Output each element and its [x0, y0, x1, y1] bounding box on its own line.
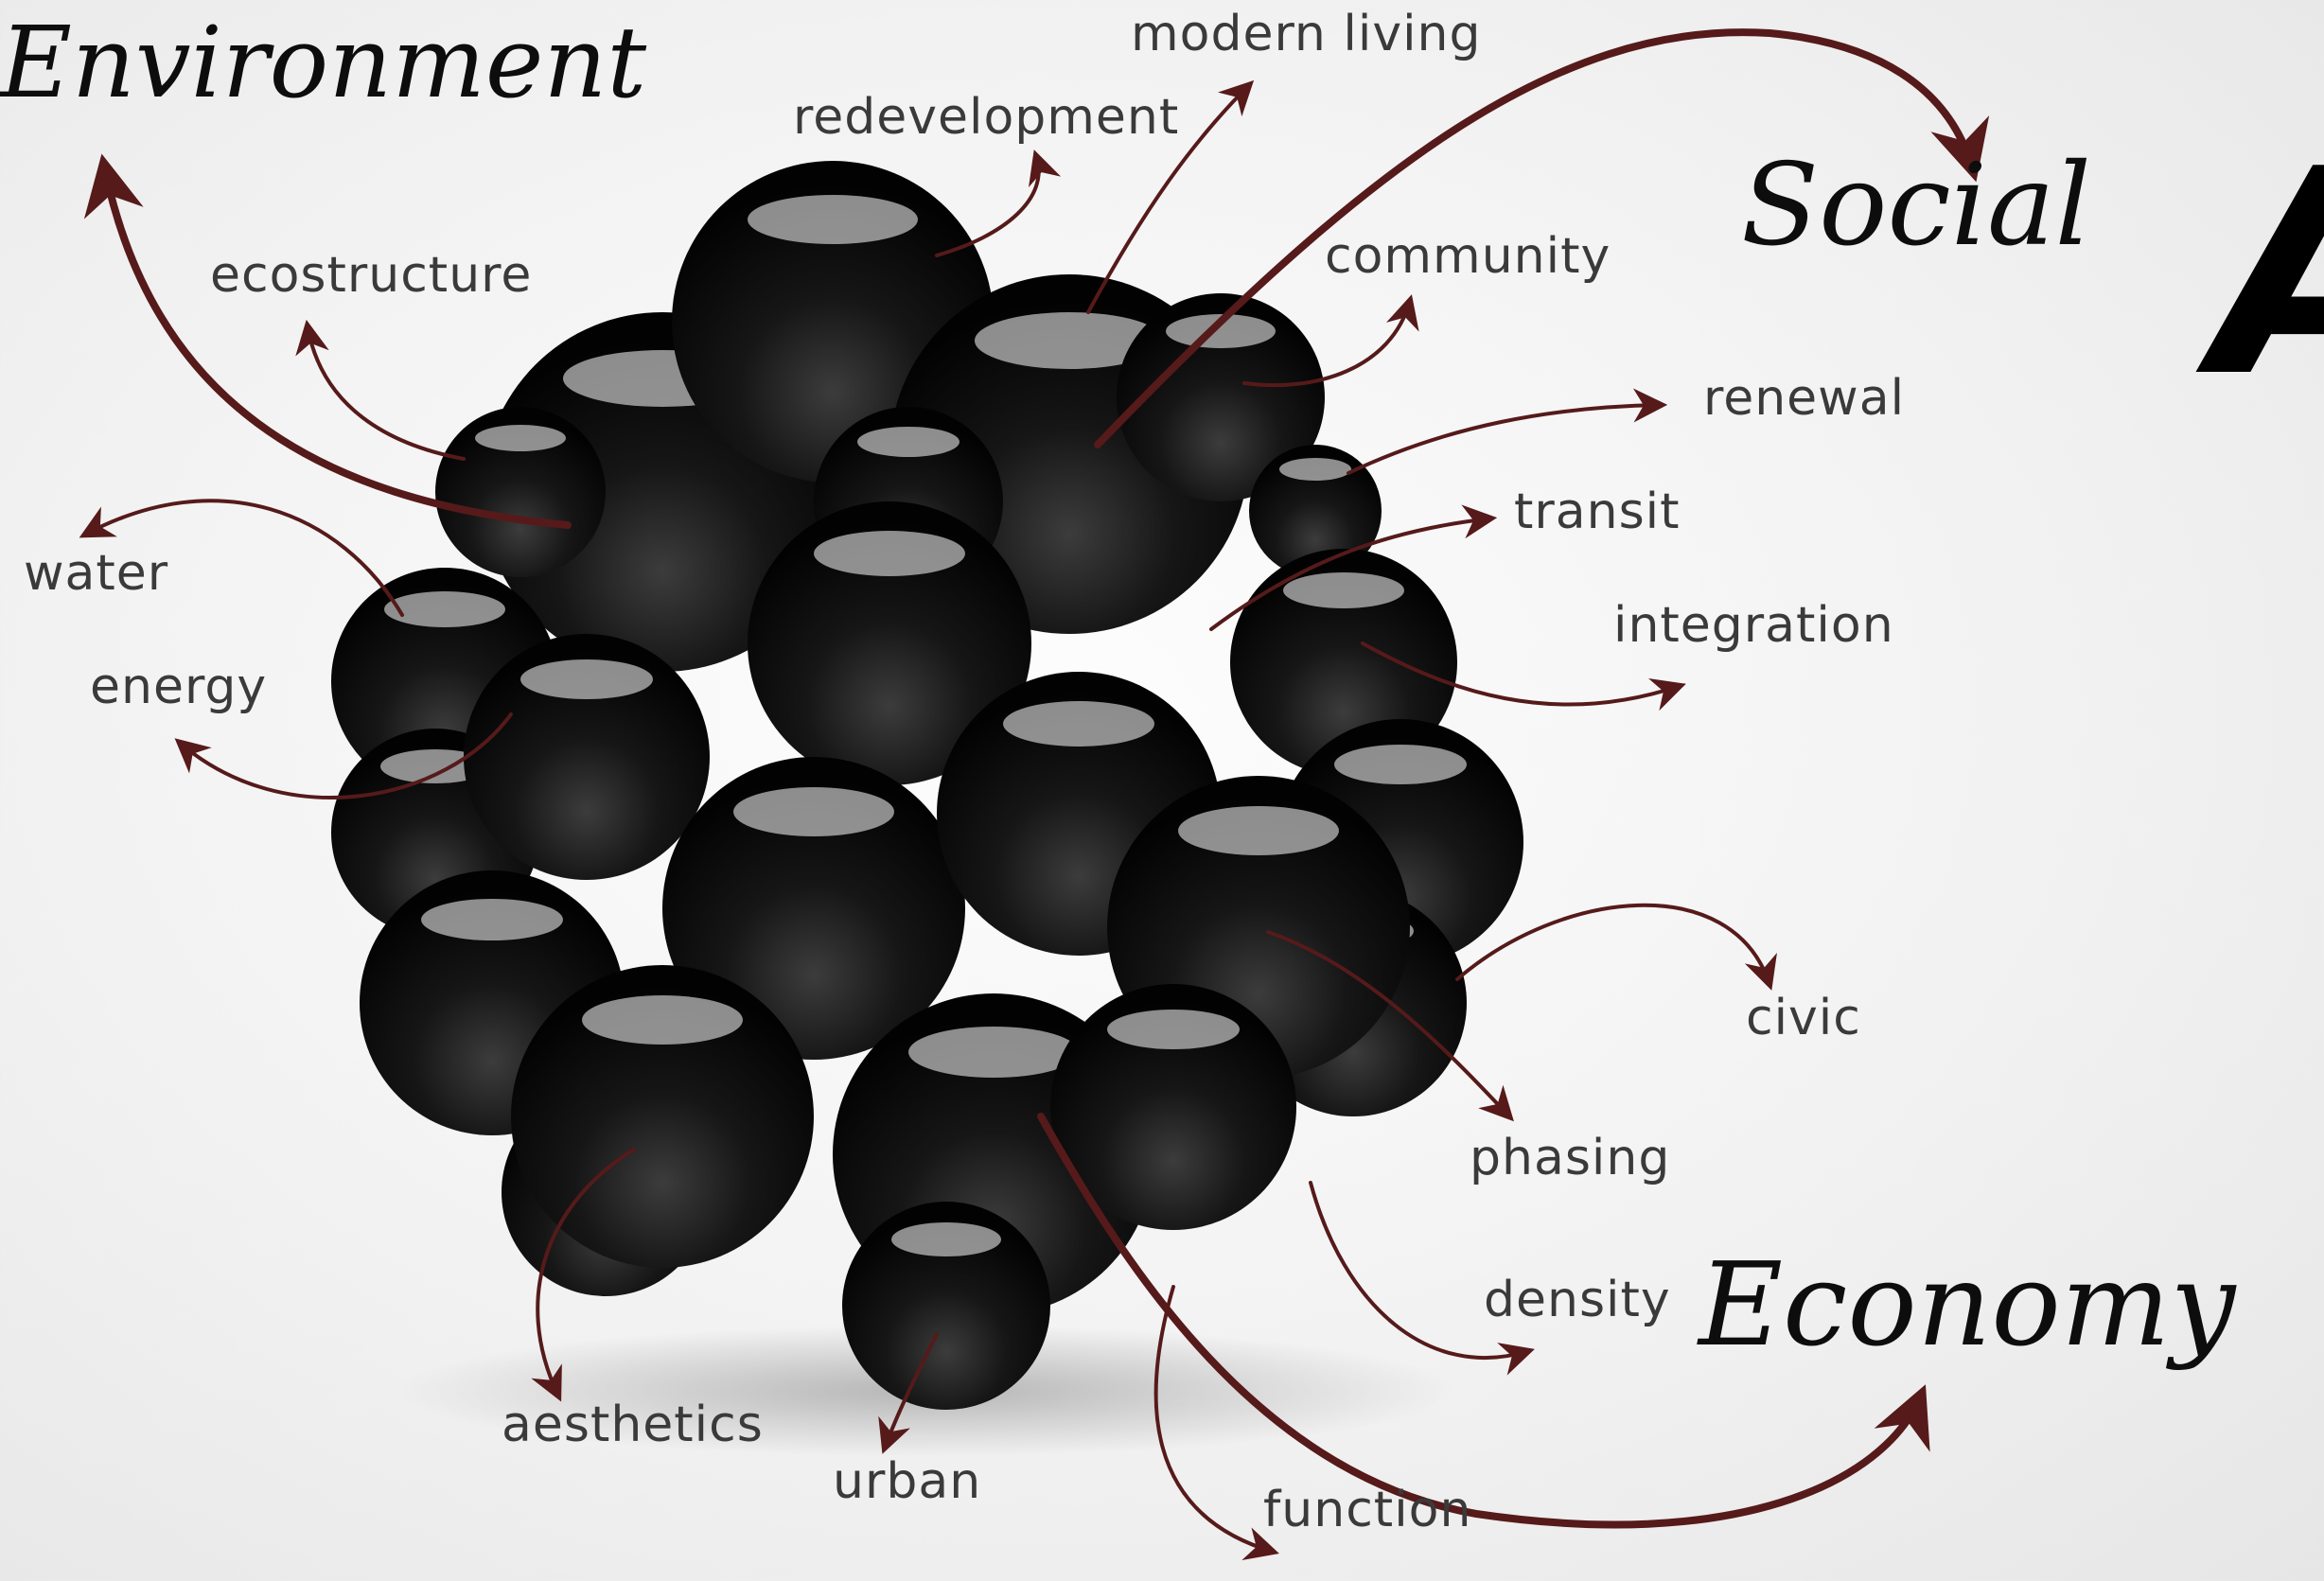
sphere — [435, 407, 606, 577]
label-phasing: phasing — [1470, 1130, 1671, 1186]
partial-letter-a: A — [2214, 132, 2324, 416]
arrow-function — [1153, 1285, 1279, 1561]
label-integration: integration — [1613, 597, 1894, 654]
arrow-social — [1094, 28, 1990, 448]
arrow-density — [1309, 1181, 1535, 1376]
sphere — [748, 501, 1031, 785]
label-ecostructure: ecostructure — [210, 247, 533, 304]
arrow-environment — [83, 153, 572, 529]
arrow-urban — [878, 1332, 939, 1454]
label-aesthetics: aesthetics — [502, 1397, 764, 1453]
arrow-aesthetics — [531, 1148, 636, 1402]
sphere-cluster — [331, 161, 1523, 1410]
category-environment: Environment — [0, 5, 647, 120]
label-community: community — [1325, 228, 1611, 285]
label-density: density — [1484, 1272, 1671, 1328]
arrow-renewal — [1347, 388, 1668, 475]
label-redevelopment: redevelopment — [793, 89, 1180, 146]
arrow-transit — [1209, 504, 1498, 631]
arrow-civic — [1455, 903, 1777, 991]
arrow-modern-living — [1086, 79, 1255, 314]
label-function: function — [1263, 1482, 1472, 1538]
arrow-phasing — [1266, 930, 1514, 1122]
label-transit: transit — [1514, 483, 1681, 540]
arrow-redevelopment — [935, 149, 1062, 257]
arrow-economy — [1037, 1113, 1930, 1529]
sphere — [842, 1202, 1050, 1410]
sphere — [464, 634, 710, 880]
arrow-water — [79, 499, 404, 617]
label-energy: energy — [90, 659, 268, 715]
category-economy: Economy — [1699, 1238, 2236, 1372]
arrow-energy — [174, 712, 513, 799]
category-social: Social — [1741, 140, 2091, 272]
label-renewal: renewal — [1703, 370, 1906, 427]
sphere — [1117, 293, 1325, 501]
arrow-integration — [1361, 641, 1686, 711]
arrow-community — [1242, 294, 1419, 388]
arrow-ecostructure — [295, 319, 466, 461]
label-water: water — [24, 545, 169, 602]
sphere — [662, 757, 965, 1060]
label-civic: civic — [1746, 990, 1861, 1046]
label-modern-living: modern living — [1131, 6, 1482, 62]
label-urban: urban — [833, 1453, 982, 1510]
sphere — [511, 965, 814, 1268]
sphere — [1050, 984, 1296, 1230]
sphere — [1249, 445, 1382, 577]
